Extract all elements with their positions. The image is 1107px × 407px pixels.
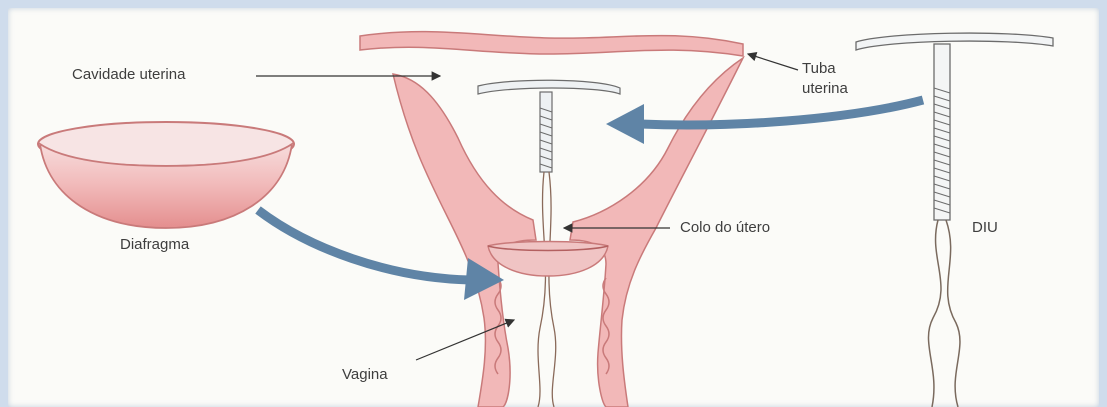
label-colo-do-utero: Colo do útero	[680, 219, 770, 237]
diu-arms	[856, 33, 1053, 50]
arrow-diu-to-uterus-head	[606, 104, 644, 144]
arrow-diafragma-to-cervix	[258, 210, 470, 280]
label-diafragma: Diafragma	[120, 236, 189, 254]
label-vagina: Vagina	[342, 366, 388, 384]
diu-threads	[928, 220, 959, 407]
diaphragm-in-cervix	[488, 242, 608, 277]
arrow-diu-to-uterus	[640, 100, 923, 125]
label-diu: DIU	[972, 219, 998, 237]
uterus-left-wall	[393, 74, 536, 407]
tuba-uterina-band	[360, 32, 743, 56]
label-tuba-uterina-2: uterina	[802, 80, 848, 98]
label-tuba-uterina-1: Tuba	[802, 60, 836, 78]
diagram-panel: Cavidade uterina Tuba uterina Diafragma …	[8, 8, 1099, 407]
iud-in-uterus-threads	[538, 172, 556, 407]
label-cavidade-uterina: Cavidade uterina	[72, 66, 185, 84]
iud-in-uterus-stem	[540, 92, 552, 172]
leader-tuba-uterina	[748, 54, 798, 70]
